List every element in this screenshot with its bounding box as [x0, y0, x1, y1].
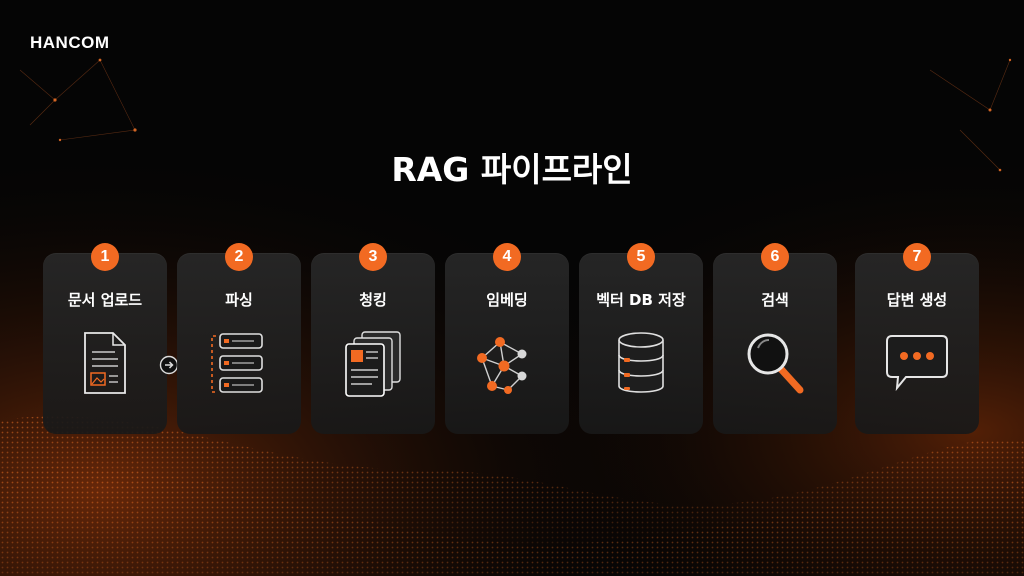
step-card-upload: [43, 253, 167, 434]
step-number-badge: 1: [91, 243, 119, 271]
document-icon: [43, 328, 167, 400]
page-title: RAG 파이프라인: [391, 150, 633, 189]
step-number-badge: 5: [627, 243, 655, 271]
chunks-icon: [311, 328, 435, 400]
arrow-right-icon: [159, 355, 179, 375]
step-number-badge: 7: [903, 243, 931, 271]
step-number-badge: 6: [761, 243, 789, 271]
step-number-badge: 4: [493, 243, 521, 271]
step-label: 임베딩: [486, 291, 528, 309]
parsing-icon: [177, 328, 301, 400]
network-icon: [445, 328, 569, 400]
hancom-logo: HANCOM: [30, 33, 110, 52]
step-label: 문서 업로드: [67, 291, 143, 309]
database-icon: [579, 328, 703, 400]
step-label: 검색: [761, 291, 789, 309]
step-label: 파싱: [225, 291, 253, 309]
chat-bubble-icon: [855, 328, 979, 400]
step-label: 벡터 DB 저장: [596, 291, 686, 309]
step-number-badge: 2: [225, 243, 253, 271]
step-label: 답변 생성: [886, 291, 948, 309]
step-card-embedding: [445, 253, 569, 434]
magnifier-icon: [713, 328, 837, 400]
step-number-badge: 3: [359, 243, 387, 271]
step-label: 청킹: [359, 291, 387, 309]
